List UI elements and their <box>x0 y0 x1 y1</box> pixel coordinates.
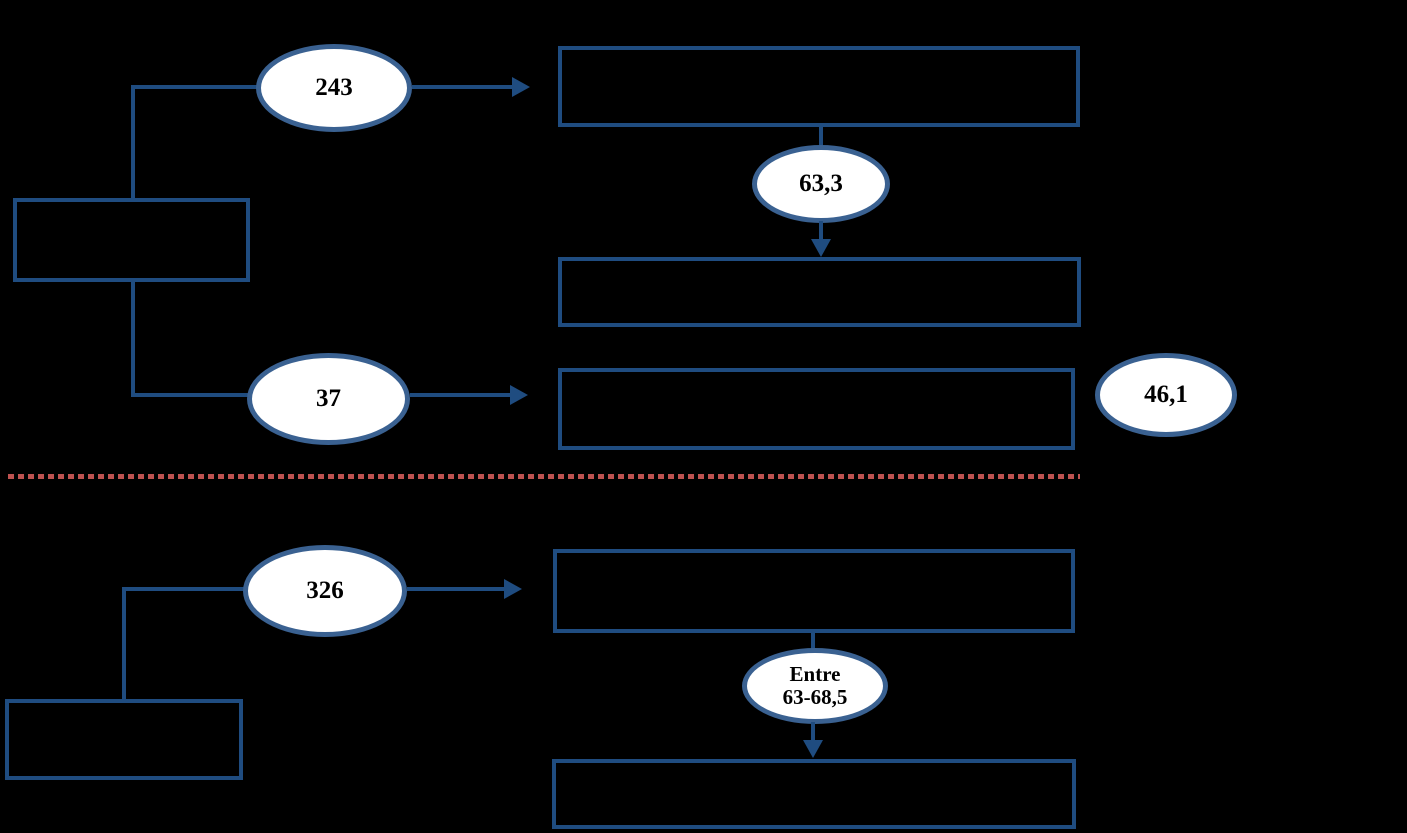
connector-bottom-elbow-vertical <box>131 282 135 397</box>
s2-range-ellipse-entre: Entre 63-68,5 <box>742 648 888 724</box>
connector-bottom-elbow-horizontal <box>131 393 251 397</box>
s2-elbow-vertical <box>122 587 126 699</box>
arrowhead-right-326 <box>504 579 522 599</box>
arrow-243-line <box>412 85 512 89</box>
s1-count-ellipse-243: 243 <box>256 44 412 132</box>
s1-percent-46-1-label: 46,1 <box>1144 381 1188 409</box>
connector-top-elbow-vertical <box>131 85 135 198</box>
s1-source-box <box>13 198 250 282</box>
connector-main-to-percent <box>819 125 823 147</box>
s1-count-243-label: 243 <box>315 74 353 102</box>
section-divider-dashed-line <box>8 474 1080 479</box>
s2-connector-main-to-range <box>811 631 815 650</box>
s2-elbow-horizontal <box>122 587 247 591</box>
s2-count-326-label: 326 <box>306 577 344 605</box>
connector-top-elbow-horizontal <box>131 85 259 89</box>
s1-count-ellipse-37: 37 <box>247 353 410 445</box>
arrow-63-3-line <box>819 221 823 241</box>
s2-count-ellipse-326: 326 <box>243 545 407 637</box>
s1-percent-ellipse-46-1: 46,1 <box>1095 353 1237 437</box>
s2-arrow-range-line <box>811 722 815 742</box>
arrow-326-line <box>407 587 504 591</box>
arrowhead-right-37 <box>510 385 528 405</box>
s1-count-37-label: 37 <box>316 385 341 413</box>
s1-percent-63-3-label: 63,3 <box>799 170 843 198</box>
s2-main-box <box>553 549 1075 633</box>
s2-arrowhead-down-range <box>803 740 823 758</box>
s2-result-box <box>552 759 1076 829</box>
s2-range-label-line1: Entre <box>789 661 841 686</box>
s1-excluded-box <box>558 368 1075 450</box>
arrowhead-down-63-3 <box>811 239 831 257</box>
arrow-37-line <box>410 393 510 397</box>
s1-main-box <box>558 46 1080 127</box>
s2-source-box <box>5 699 243 780</box>
s2-range-label-line2: 63-68,5 <box>782 685 848 709</box>
arrowhead-right-243 <box>512 77 530 97</box>
s1-percent-ellipse-63-3: 63,3 <box>752 145 890 223</box>
s1-result-box <box>558 257 1081 327</box>
